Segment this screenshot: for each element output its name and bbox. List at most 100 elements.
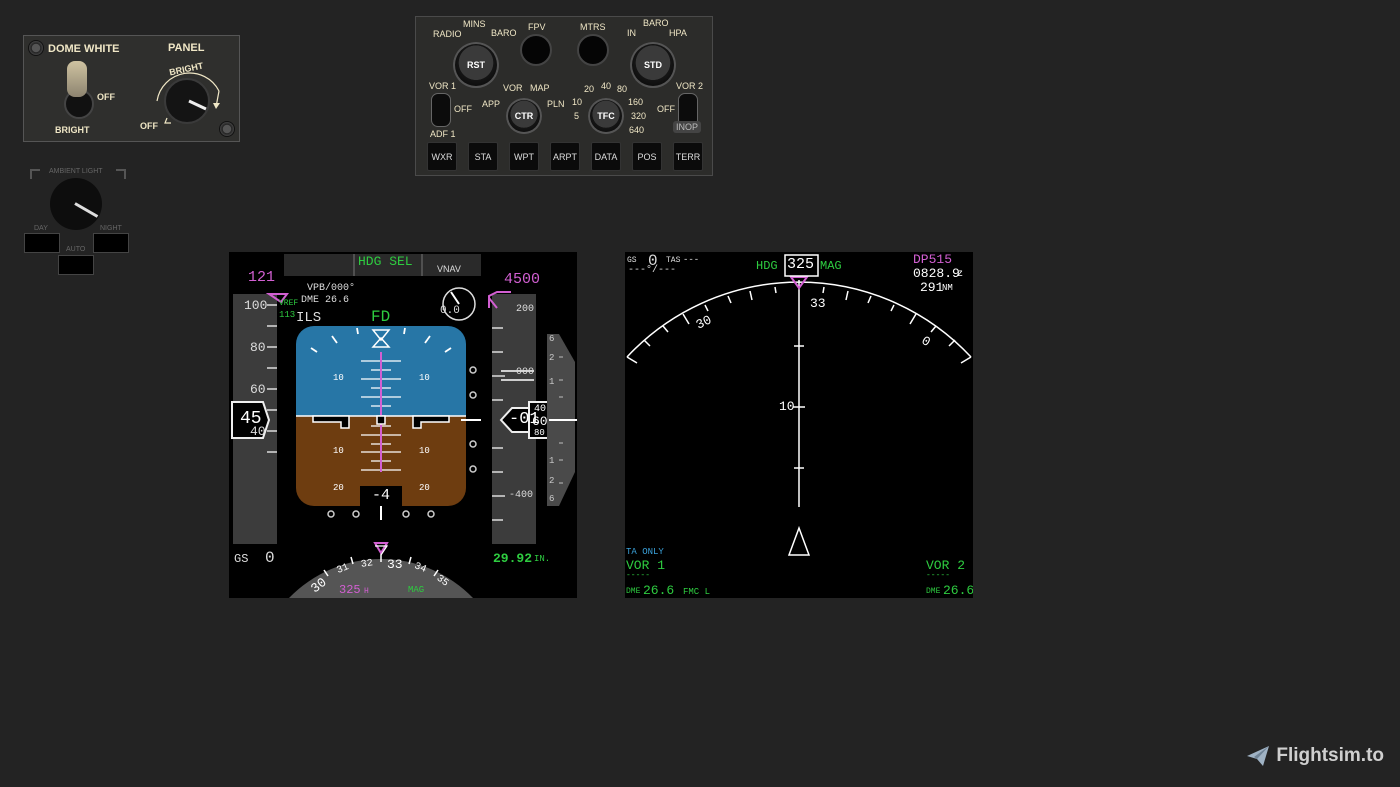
range-640-label: 640 bbox=[629, 125, 645, 135]
dome-white-label: DOME WHITE bbox=[48, 43, 120, 55]
vor1-adf1-switch[interactable] bbox=[431, 93, 451, 127]
watermark: Flightsim.to bbox=[1246, 745, 1384, 767]
arpt-button[interactable]: ARPT bbox=[550, 142, 580, 171]
ground-speed-label: GS bbox=[234, 552, 249, 566]
vor2-off-label: OFF bbox=[657, 104, 675, 114]
mode-selector-knob[interactable]: CTR bbox=[506, 98, 542, 134]
nd-mag-label: MAG bbox=[820, 259, 842, 273]
radio-label: RADIO bbox=[433, 29, 462, 39]
dome-bright-label: BRIGHT bbox=[55, 125, 90, 135]
nd-wind: ---°/--- bbox=[628, 265, 677, 276]
pitch-label: 20 bbox=[419, 483, 430, 493]
selected-heading-suffix: H bbox=[364, 587, 369, 596]
vor-label: VOR bbox=[503, 83, 523, 93]
baro-knob[interactable]: STD bbox=[630, 42, 676, 88]
ils-label: ILS bbox=[296, 310, 322, 326]
ctr-label: CTR bbox=[514, 111, 534, 121]
fma-roll-mode: HDG SEL bbox=[358, 254, 413, 269]
mtrs-button[interactable] bbox=[577, 34, 609, 66]
vref-value: 113 bbox=[279, 310, 296, 320]
nd-heading: 325 bbox=[787, 256, 815, 273]
pln-label: PLN bbox=[547, 99, 565, 109]
dome-off-label: OFF bbox=[97, 92, 115, 102]
baro-setting-value: 29.92 bbox=[493, 551, 533, 566]
vor2-label: VOR 2 bbox=[676, 81, 704, 91]
waypoint-eta-suffix: z bbox=[957, 269, 964, 280]
pos-button[interactable]: POS bbox=[632, 142, 662, 171]
inop-label: INOP bbox=[673, 121, 702, 133]
vor1-ident-dashes: ----- bbox=[626, 571, 651, 580]
mins-label: MINS bbox=[463, 19, 486, 29]
vor2-ident-dashes: ----- bbox=[926, 571, 951, 580]
vor2-id: VOR 2 bbox=[926, 558, 966, 573]
range-20-label: 20 bbox=[584, 84, 595, 94]
alt-tick-000: 000 bbox=[516, 367, 535, 378]
vor1-dme-label: DME bbox=[626, 587, 641, 596]
panel-label: PANEL bbox=[168, 42, 205, 54]
ambient-knob[interactable] bbox=[50, 178, 102, 230]
ambient-light-control: AMBIENT LIGHT DAY NIGHT AUTO bbox=[24, 166, 129, 276]
selected-heading: 325 bbox=[339, 583, 361, 597]
vor1-id: VOR 1 bbox=[626, 558, 666, 573]
minimums-knob[interactable]: RST bbox=[453, 42, 499, 88]
altitude-rolling-digit: 80 bbox=[534, 428, 545, 437]
vor1-label: VOR 1 bbox=[429, 81, 457, 91]
vertical-speed-readout: 0.0 bbox=[440, 305, 460, 317]
speed-tick-60: 60 bbox=[250, 382, 266, 397]
ambient-title: AMBIENT LIGHT bbox=[49, 168, 103, 175]
tfc-label: TFC bbox=[597, 111, 615, 121]
ambient-night-button[interactable] bbox=[93, 233, 129, 253]
altitude-rolling-digit: 60 bbox=[532, 414, 548, 429]
primary-flight-display[interactable]: HDG SEL VNAV 121 4500 100 80 60 40 45 VR… bbox=[229, 252, 577, 598]
range-80-label: 80 bbox=[617, 84, 628, 94]
range-10-label: 10 bbox=[572, 97, 583, 107]
nav-dme-line: DME 26.6 bbox=[301, 295, 350, 306]
range-5-label: 5 bbox=[574, 111, 580, 121]
baro-label: BARO bbox=[643, 18, 669, 28]
current-speed: 45 bbox=[240, 409, 262, 429]
range-160-label: 160 bbox=[628, 97, 644, 107]
active-waypoint: DP515 bbox=[913, 252, 953, 267]
ground-speed-value: 0 bbox=[265, 549, 275, 567]
dome-light-switch[interactable] bbox=[60, 61, 94, 119]
map-label: MAP bbox=[530, 83, 550, 93]
range-selector-knob[interactable]: TFC bbox=[588, 98, 624, 134]
app-label: APP bbox=[482, 99, 501, 109]
waypoint-distance: 291 bbox=[920, 280, 944, 295]
vertical-speed-value: -4 bbox=[372, 487, 391, 504]
fpv-label: FPV bbox=[528, 22, 546, 32]
fpv-button[interactable] bbox=[520, 34, 552, 66]
nd-hdg-label: HDG bbox=[756, 259, 778, 273]
paper-plane-icon bbox=[1247, 746, 1270, 766]
ambient-day-button[interactable] bbox=[24, 233, 60, 253]
speed-tick-100: 100 bbox=[244, 298, 268, 313]
wpt-button[interactable]: WPT bbox=[509, 142, 539, 171]
ambient-auto-button[interactable] bbox=[58, 255, 94, 275]
screw-icon bbox=[219, 121, 235, 137]
terr-button[interactable]: TERR bbox=[673, 142, 703, 171]
wxr-button[interactable]: WXR bbox=[427, 142, 457, 171]
nd-tas-label: TAS bbox=[666, 256, 681, 265]
fma-pitch-mode: VNAV bbox=[437, 264, 461, 274]
in-label: IN bbox=[627, 28, 636, 38]
screw-icon bbox=[28, 40, 44, 56]
data-button[interactable]: DATA bbox=[591, 142, 621, 171]
nd-range-label: 10 bbox=[779, 399, 795, 414]
vs-scale-label: 1 bbox=[549, 456, 555, 466]
adf1-label: ADF 1 bbox=[430, 129, 456, 139]
nd-ground-speed: 0 bbox=[648, 252, 658, 270]
lighting-panel: DOME WHITE PANEL OFF BRIGHT BRIGHT OFF bbox=[23, 35, 240, 142]
baro-mins-label: BARO bbox=[491, 28, 517, 38]
ambient-auto-label: AUTO bbox=[66, 246, 86, 253]
compass-label: 32 bbox=[360, 558, 374, 571]
nav-source-line1: VPB/000° bbox=[307, 283, 356, 294]
speed-tick-40: 40 bbox=[250, 424, 266, 439]
panel-brightness-knob[interactable] bbox=[149, 61, 229, 139]
speed-tick-80: 80 bbox=[250, 340, 266, 355]
nd-ground-speed-label: GS bbox=[627, 256, 637, 265]
sta-button[interactable]: STA bbox=[468, 142, 498, 171]
vor2-dme-label: DME bbox=[926, 587, 941, 596]
navigation-display[interactable]: GS 0 TAS --- ---°/--- HDG 325 MAG DP515 … bbox=[625, 252, 973, 598]
pitch-label: 10 bbox=[333, 373, 344, 383]
alt-tick-minus-400: -400 bbox=[509, 490, 534, 501]
